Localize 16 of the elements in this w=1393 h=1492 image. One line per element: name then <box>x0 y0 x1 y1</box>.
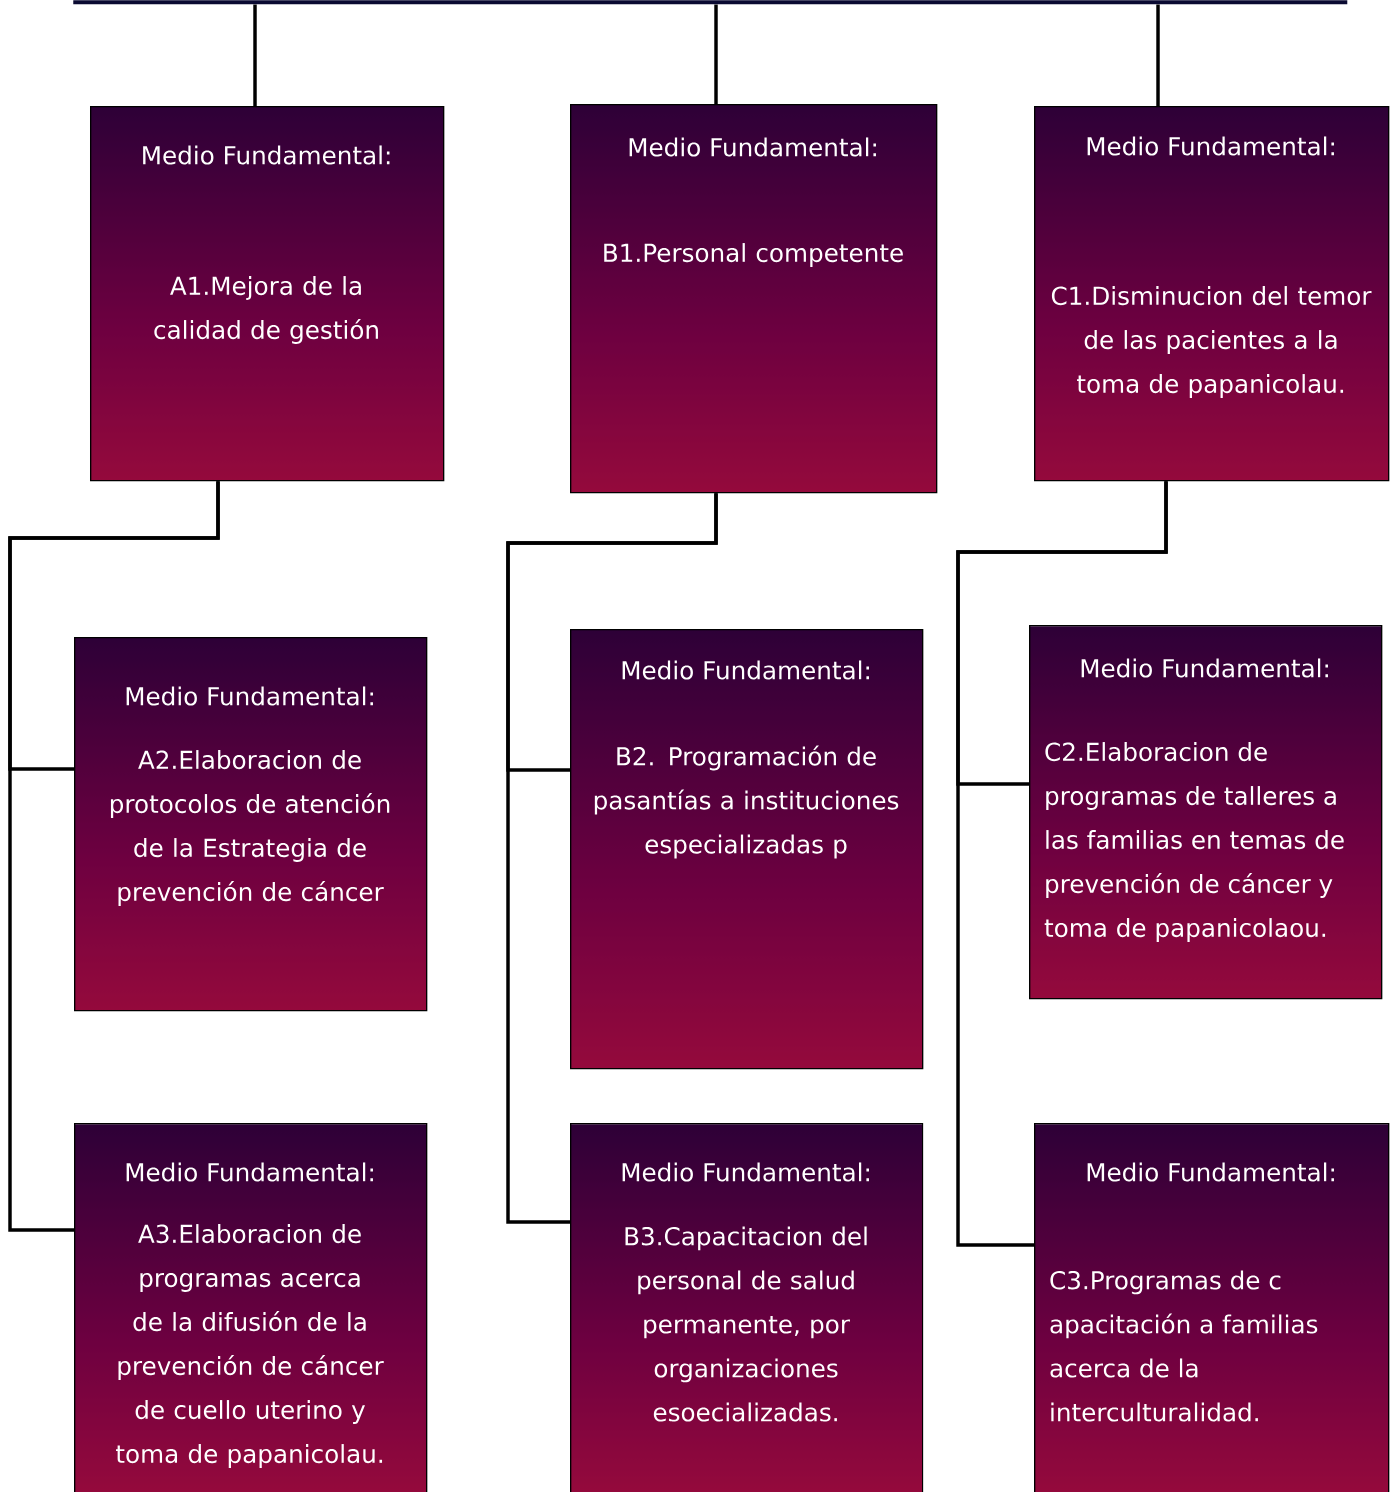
gradient-box: Medio Fundamental: A1.Mejora de la calidad de gestión <box>90 106 445 482</box>
connector-line <box>253 4 257 106</box>
connector-line <box>506 493 718 1224</box>
gradient-box: Medio Fundamental: C1.Disminucion del temor de las pacientes a la toma de papanicolau. <box>1034 106 1390 482</box>
gradient-box: Medio Fundamental: B2. Programación de pasantías a instituciones especializadas p <box>570 629 924 1070</box>
gradient-box: Medio Fundamental: B1.Personal competente <box>570 104 938 494</box>
connector-line <box>714 4 718 104</box>
connector-line <box>8 481 220 1232</box>
top-bar <box>73 0 1348 5</box>
connector-line <box>1156 4 1160 106</box>
gradient-box: Medio Fundamental: B3.Capacitacion del personal de salud permanente, por organizaciones esoecializadas. <box>570 1123 924 1492</box>
gradient-box: Medio Fundamental: C3.Programas de c apacitación a familias acerca de la interculturalidad. <box>1034 1123 1390 1492</box>
gradient-box: Medio Fundamental: A2.Elaboracion de protocolos de atención de la Estrategia de prevención de cáncer <box>74 637 428 1012</box>
connector-line <box>956 481 1168 1247</box>
gradient-box: Medio Fundamental: C2.Elaboracion de programas de talleres a las familias en temas de prevención de cáncer y toma de papanicolaou. <box>1029 625 1383 1000</box>
gradient-box: Medio Fundamental: A3.Elaboracion de programas acerca de la difusión de la prevención de cáncer de cuello uterino y toma de papanicolau. <box>74 1123 428 1492</box>
